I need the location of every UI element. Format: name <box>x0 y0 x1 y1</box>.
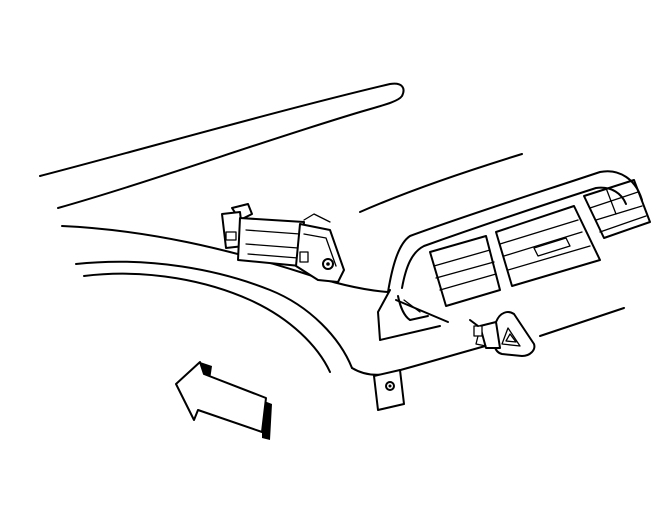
direction-arrow <box>175 361 272 440</box>
center-air-outlet <box>377 170 651 341</box>
instrument-panel-top-pad <box>39 82 405 209</box>
defroster-switch-connector <box>221 203 345 283</box>
mounting-bracket <box>373 369 405 411</box>
hazard-warning-switch <box>469 311 536 357</box>
